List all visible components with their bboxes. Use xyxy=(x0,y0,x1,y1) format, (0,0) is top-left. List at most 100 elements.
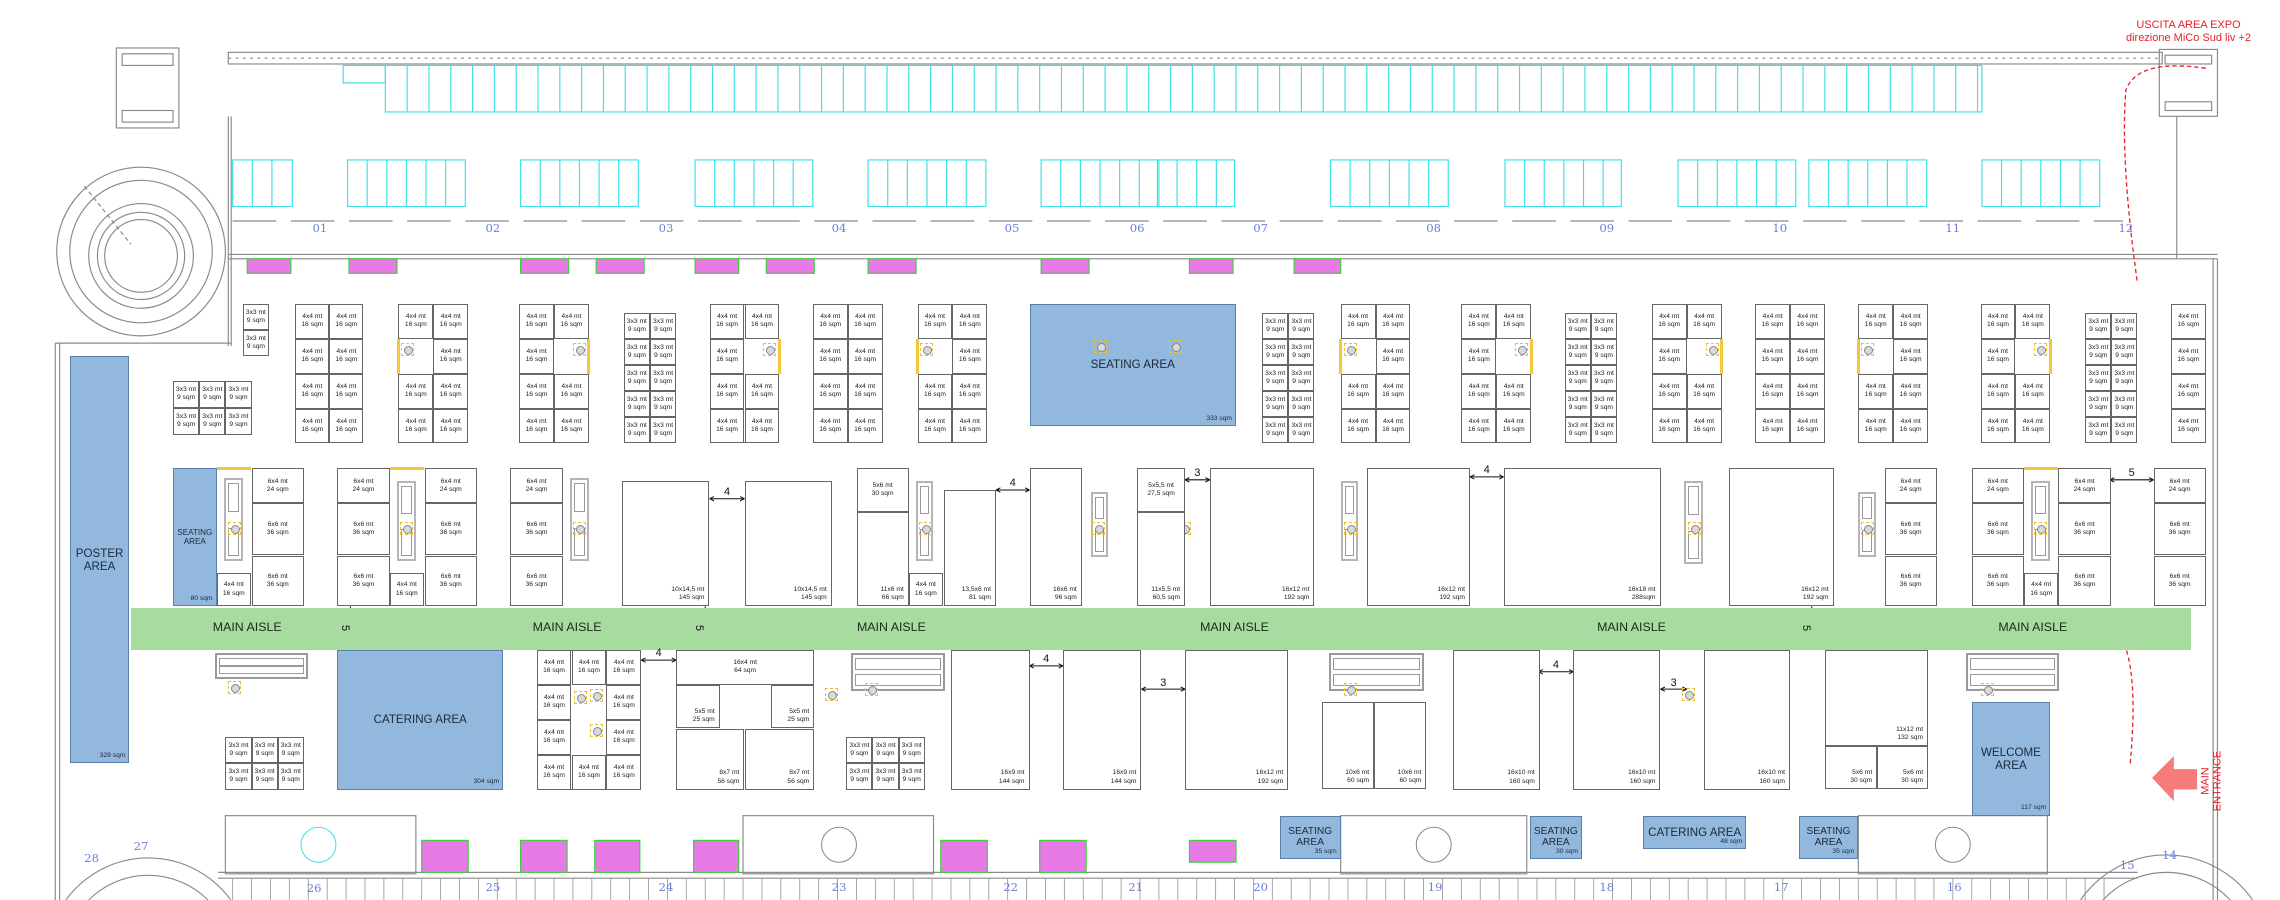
booth[interactable]: 16x12 mt192 sqm xyxy=(1366,468,1470,607)
booth[interactable]: 3x3 mt9 sqm xyxy=(846,763,873,790)
booth[interactable]: 3x3 mt9 sqm xyxy=(242,303,269,331)
booth[interactable]: 6x6 mt36 sqm xyxy=(424,503,477,556)
booth[interactable]: 3x3 mt9 sqm xyxy=(1590,417,1617,444)
booth[interactable]: 4x4 mt16 sqm xyxy=(1755,338,1790,374)
booth[interactable]: 4x4 mt16 sqm xyxy=(519,338,554,374)
booth[interactable]: 6x6 mt36 sqm xyxy=(251,503,304,556)
booth[interactable]: 3x3 mt9 sqm xyxy=(1262,365,1289,392)
booth[interactable]: 8x7 mt56 sqm xyxy=(744,728,815,790)
booth[interactable]: 4x4 mt16 sqm xyxy=(1375,408,1411,444)
booth[interactable]: 4x4 mt16 sqm xyxy=(709,338,745,374)
booth[interactable]: 4x4 mt16 sqm xyxy=(2024,572,2059,607)
booth[interactable]: 4x4 mt16 sqm xyxy=(1686,408,1722,444)
booth[interactable]: 6x6 mt36 sqm xyxy=(337,503,390,556)
booth[interactable]: 4x4 mt16 sqm xyxy=(1858,408,1894,444)
booth[interactable]: 4x4 mt16 sqm xyxy=(1980,338,2016,374)
booth[interactable]: 3x3 mt9 sqm xyxy=(1564,338,1591,365)
booth[interactable]: 4x4 mt16 sqm xyxy=(1461,338,1497,374)
booth[interactable]: 4x4 mt16 sqm xyxy=(1651,408,1687,444)
booth[interactable]: 4x4 mt16 sqm xyxy=(1651,338,1687,374)
booth[interactable]: 4x4 mt16 sqm xyxy=(398,303,434,339)
booth[interactable]: 4x4 mt16 sqm xyxy=(1755,408,1790,444)
booth[interactable]: 4x4 mt16 sqm xyxy=(433,408,469,444)
booth[interactable]: 4x4 mt16 sqm xyxy=(1686,373,1722,409)
booth[interactable]: 4x4 mt16 sqm xyxy=(709,303,745,339)
booth[interactable]: 4x4 mt16 sqm xyxy=(536,684,572,720)
booth[interactable]: 3x3 mt9 sqm xyxy=(1262,417,1289,444)
booth[interactable]: 16x9 mt144 sqm xyxy=(1062,650,1142,790)
booth[interactable]: 4x4 mt16 sqm xyxy=(329,408,364,444)
booth[interactable]: 4x4 mt16 sqm xyxy=(295,338,330,374)
booth[interactable]: 4x4 mt16 sqm xyxy=(2170,408,2206,444)
booth[interactable]: 3x3 mt9 sqm xyxy=(650,391,677,418)
booth[interactable]: 4x4 mt16 sqm xyxy=(812,303,848,339)
booth[interactable]: 4x4 mt16 sqm xyxy=(1755,373,1790,409)
booth[interactable]: 4x4 mt16 sqm xyxy=(952,408,988,444)
booth[interactable]: 4x4 mt16 sqm xyxy=(329,338,364,374)
booth[interactable]: 3x3 mt9 sqm xyxy=(1564,365,1591,392)
booth[interactable]: 6x6 mt36 sqm xyxy=(2153,555,2206,607)
booth[interactable]: 3x3 mt9 sqm xyxy=(251,737,278,764)
booth[interactable]: 5x5 mt25 sqm xyxy=(770,684,815,729)
booth[interactable]: 4x4 mt16 sqm xyxy=(812,408,848,444)
booth[interactable]: 4x4 mt16 sqm xyxy=(1496,408,1532,444)
booth[interactable]: 4x4 mt16 sqm xyxy=(398,408,434,444)
booth[interactable]: 3x3 mt9 sqm xyxy=(1288,338,1315,365)
booth[interactable]: 6x4 mt24 sqm xyxy=(2058,468,2111,504)
booth[interactable]: 3x3 mt9 sqm xyxy=(1262,391,1289,418)
booth[interactable]: 6x4 mt24 sqm xyxy=(2153,468,2206,504)
booth[interactable]: 3x3 mt9 sqm xyxy=(242,330,269,357)
booth[interactable]: 4x4 mt16 sqm xyxy=(908,572,943,607)
booth[interactable]: 4x4 mt16 sqm xyxy=(389,572,424,607)
booth[interactable]: 4x4 mt16 sqm xyxy=(952,338,988,374)
booth[interactable]: 3x3 mt9 sqm xyxy=(2085,312,2112,339)
booth[interactable]: 4x4 mt16 sqm xyxy=(1893,373,1929,409)
booth[interactable]: 4x4 mt16 sqm xyxy=(709,373,745,409)
booth[interactable]: 3x3 mt9 sqm xyxy=(872,737,899,764)
booth[interactable]: 4x4 mt16 sqm xyxy=(1893,408,1929,444)
booth[interactable]: 3x3 mt9 sqm xyxy=(173,407,200,435)
booth[interactable]: 3x3 mt9 sqm xyxy=(1564,391,1591,418)
booth[interactable]: 3x3 mt9 sqm xyxy=(2111,338,2138,365)
booth[interactable]: 4x4 mt16 sqm xyxy=(571,754,607,790)
booth[interactable]: 6x4 mt24 sqm xyxy=(510,468,563,504)
booth[interactable]: 6x4 mt24 sqm xyxy=(251,468,304,504)
booth[interactable]: 8x7 mt56 sqm xyxy=(676,728,745,790)
booth[interactable]: 16x10 mt160 sqm xyxy=(1452,650,1540,790)
booth[interactable]: 4x4 mt16 sqm xyxy=(744,373,780,409)
booth[interactable]: 4x4 mt16 sqm xyxy=(1375,338,1411,374)
booth[interactable]: 4x4 mt16 sqm xyxy=(1461,408,1497,444)
booth[interactable]: 4x4 mt16 sqm xyxy=(1980,373,2016,409)
booth[interactable]: 10x6 mt60 sqm xyxy=(1374,702,1427,790)
booth[interactable]: 3x3 mt9 sqm xyxy=(1288,417,1315,444)
booth[interactable]: 16x12 mt192 sqm xyxy=(1185,650,1289,790)
booth[interactable]: 4x4 mt16 sqm xyxy=(2015,303,2051,339)
booth[interactable]: 3x3 mt9 sqm xyxy=(1262,312,1289,339)
booth[interactable]: 3x3 mt9 sqm xyxy=(650,312,677,339)
booth[interactable]: 11x12 mt132 sqm xyxy=(1824,650,1929,746)
booth[interactable]: 3x3 mt9 sqm xyxy=(2085,391,2112,418)
booth[interactable]: 4x4 mt16 sqm xyxy=(398,373,434,409)
booth[interactable]: 6x6 mt36 sqm xyxy=(510,503,563,556)
booth[interactable]: 4x4 mt16 sqm xyxy=(519,303,554,339)
booth[interactable]: 4x4 mt16 sqm xyxy=(917,303,953,339)
booth[interactable]: 3x3 mt9 sqm xyxy=(2085,338,2112,365)
booth[interactable]: 3x3 mt9 sqm xyxy=(1564,312,1591,339)
booth[interactable]: 4x4 mt16 sqm xyxy=(329,303,364,339)
booth[interactable]: 4x4 mt16 sqm xyxy=(1340,373,1376,409)
booth[interactable]: 4x4 mt16 sqm xyxy=(433,338,469,374)
booth[interactable]: 6x6 mt36 sqm xyxy=(424,555,477,607)
booth[interactable]: 3x3 mt9 sqm xyxy=(623,365,650,392)
booth[interactable]: 4x4 mt16 sqm xyxy=(2170,303,2206,339)
booth[interactable]: 6x6 mt36 sqm xyxy=(2058,503,2111,556)
booth[interactable]: 4x4 mt16 sqm xyxy=(744,303,780,339)
booth[interactable]: 4x4 mt16 sqm xyxy=(952,303,988,339)
booth[interactable]: 4x4 mt16 sqm xyxy=(1496,373,1532,409)
booth[interactable]: 3x3 mt9 sqm xyxy=(1590,391,1617,418)
booth[interactable]: 4x4 mt16 sqm xyxy=(536,719,572,755)
booth[interactable]: 4x4 mt16 sqm xyxy=(216,572,251,607)
booth[interactable]: 11x6 mt66 sqm xyxy=(856,511,909,607)
booth[interactable]: 4x4 mt16 sqm xyxy=(847,373,883,409)
booth[interactable]: 6x6 mt36 sqm xyxy=(510,555,563,607)
booth[interactable]: 3x3 mt9 sqm xyxy=(650,417,677,444)
